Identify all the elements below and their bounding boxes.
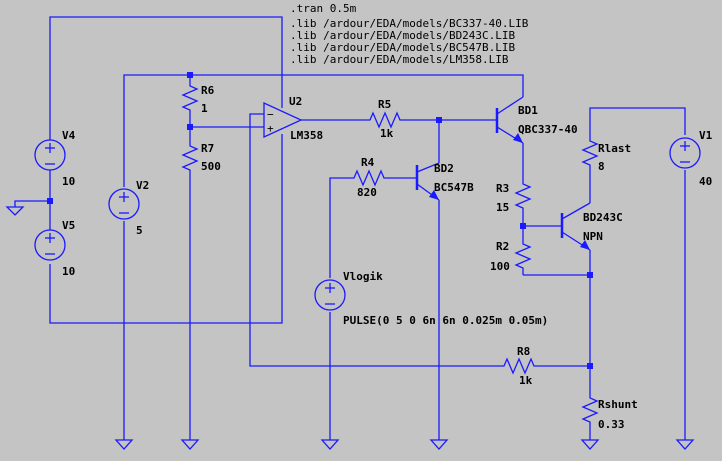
resistor-r6 bbox=[181, 82, 199, 114]
r6-name: R6 bbox=[201, 84, 215, 97]
r2-value: 100 bbox=[490, 260, 510, 273]
v1-name: V1 bbox=[699, 129, 713, 142]
resistor-r7 bbox=[181, 142, 199, 176]
junction-dots bbox=[47, 72, 593, 369]
directive-lib-bc337: .lib /ardour/EDA/models/BC337-40.LIB bbox=[290, 17, 529, 30]
rshunt-value: 0.33 bbox=[598, 418, 625, 431]
directive-lib-lm358: .lib /ardour/EDA/models/LM358.LIB bbox=[290, 53, 509, 66]
transistor-bd2 bbox=[415, 162, 440, 201]
resistor-r8 bbox=[500, 357, 540, 375]
resistor-r2 bbox=[514, 240, 532, 272]
r5-name: R5 bbox=[378, 98, 391, 111]
v2-name: V2 bbox=[136, 179, 149, 192]
bd243c-name: BD243C bbox=[583, 211, 623, 224]
rlast-value: 8 bbox=[598, 160, 605, 173]
rshunt-name: Rshunt bbox=[598, 398, 638, 411]
directive-tran: .tran 0.5m bbox=[290, 2, 357, 15]
transistor-bd243c bbox=[560, 202, 591, 251]
vlogik-value: PULSE(0 5 0 6n 6n 0.025m 0.05m) bbox=[343, 314, 548, 327]
voltage-source-v1 bbox=[669, 137, 701, 169]
v5-name: V5 bbox=[62, 219, 75, 232]
voltage-source-vlogik bbox=[314, 279, 346, 311]
directive-lib-bc547b: .lib /ardour/EDA/models/BC547B.LIB bbox=[290, 41, 516, 54]
r4-value: 820 bbox=[357, 186, 377, 199]
svg-text:−: − bbox=[267, 108, 274, 121]
r7-name: R7 bbox=[201, 142, 214, 155]
resistor-rshunt bbox=[581, 394, 599, 426]
r8-name: R8 bbox=[517, 345, 530, 358]
bd1-name: BD1 bbox=[518, 104, 538, 117]
resistor-r5 bbox=[366, 111, 402, 129]
opamp-u2: − + bbox=[263, 101, 303, 139]
bd2-name: BD2 bbox=[434, 162, 454, 175]
u2-name: U2 bbox=[289, 95, 302, 108]
r8-value: 1k bbox=[519, 374, 533, 387]
r5-value: 1k bbox=[380, 127, 394, 140]
voltage-source-v4 bbox=[34, 137, 66, 172]
r6-value: 1 bbox=[201, 102, 208, 115]
v4-value: 10 bbox=[62, 175, 75, 188]
resistor-rlast bbox=[581, 137, 599, 182]
u2-value: LM358 bbox=[290, 129, 323, 142]
rlast-name: Rlast bbox=[598, 142, 631, 155]
vlogik-name: Vlogik bbox=[343, 270, 383, 283]
v5-value: 10 bbox=[62, 265, 75, 278]
resistor-r4 bbox=[350, 169, 386, 187]
spice-directives: .tran 0.5m .lib /ardour/EDA/models/BC337… bbox=[290, 2, 529, 66]
resistor-r3 bbox=[514, 180, 532, 212]
transistor-bd1 bbox=[495, 96, 524, 144]
r7-value: 500 bbox=[201, 160, 221, 173]
grounds bbox=[5, 206, 695, 450]
r3-name: R3 bbox=[496, 182, 509, 195]
r4-name: R4 bbox=[361, 156, 375, 169]
voltage-source-v5 bbox=[34, 229, 66, 261]
directive-lib-bd243c: .lib /ardour/EDA/models/BD243C.LIB bbox=[290, 29, 516, 42]
r2-name: R2 bbox=[496, 240, 509, 253]
voltage-source-v2 bbox=[108, 188, 140, 220]
v2-value: 5 bbox=[136, 224, 143, 237]
v4-name: V4 bbox=[62, 129, 76, 142]
bd1-value: QBC337-40 bbox=[518, 123, 578, 136]
bd243c-value: NPN bbox=[583, 230, 603, 243]
v1-value: 40 bbox=[699, 175, 712, 188]
bd2-value: BC547B bbox=[434, 181, 474, 194]
r3-value: 15 bbox=[496, 201, 509, 214]
wires bbox=[14, 16, 686, 440]
svg-text:+: + bbox=[267, 122, 274, 135]
